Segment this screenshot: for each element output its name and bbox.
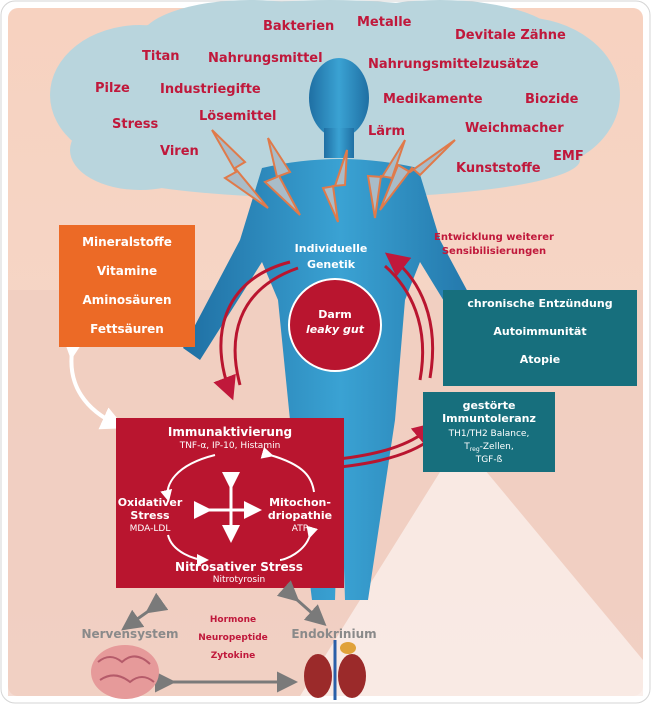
- kidney-icon: [304, 640, 366, 700]
- cloud-word: Weichmacher: [465, 121, 564, 136]
- condition-item: Autoimmunität: [493, 325, 586, 338]
- nutrient-item: Fettsäuren: [90, 322, 164, 336]
- oxidative-sub: MDA-LDL: [130, 524, 171, 534]
- nitro-label: Nitrosativer Stress: [175, 560, 303, 574]
- cloud-words: Bakterien Metalle Devitale Zähne Titan N…: [95, 15, 584, 176]
- cloud-word: Pilze: [95, 81, 130, 96]
- cross-arrow-icon: [194, 472, 262, 543]
- oxidative-label: Oxidativer: [118, 496, 183, 509]
- genetik-label: Individuelle: [295, 242, 368, 255]
- immune-title: Immunaktivierung: [168, 425, 292, 439]
- toxin-cloud: [50, 0, 620, 198]
- darm-label: Darm: [318, 308, 351, 321]
- nutrient-arrow: [62, 334, 126, 430]
- mediator-label: Neuropeptide: [198, 633, 268, 643]
- mito-label-2: driopathie: [268, 509, 332, 522]
- tolerance-line-2: Treg-Zellen,: [463, 442, 513, 453]
- genetik-label-2: Genetik: [307, 258, 356, 271]
- oxidative-label-2: Stress: [130, 509, 170, 522]
- nitro-sub: Nitrotyrosin: [213, 575, 266, 585]
- cloud-word: Nahrungsmittel: [208, 51, 323, 66]
- cloud-word: Titan: [142, 49, 180, 64]
- tolerance-title: gestörte: [463, 399, 516, 412]
- cloud-word: EMF: [553, 149, 584, 164]
- condition-item: chronische Entzündung: [467, 297, 612, 310]
- nutrient-item: Mineralstoffe: [82, 235, 172, 249]
- conditions-box: [443, 290, 637, 386]
- tolerance-line: TH1/TH2 Balance,: [448, 429, 530, 439]
- brain-icon: [91, 645, 159, 699]
- immune-cycle: [160, 447, 319, 566]
- mito-label: Mitochon-: [269, 496, 331, 509]
- immune-sub: TNF-α, IP-10, Histamin: [179, 441, 281, 451]
- cloud-word: Industriegifte: [160, 82, 261, 97]
- nutrient-item: Aminosäuren: [82, 293, 171, 307]
- cloud-word: Biozide: [525, 92, 579, 107]
- nutrient-box: [59, 225, 195, 347]
- tolerance-line-3: TGF-ß: [475, 455, 503, 465]
- sensitization-label-2: Sensibilisierungen: [442, 246, 546, 257]
- condition-item: Atopie: [520, 353, 560, 366]
- human-body: [183, 58, 498, 600]
- cloud-word: Bakterien: [263, 19, 334, 34]
- lightning-bolts: [211, 129, 456, 223]
- nutrient-item: Vitamine: [97, 264, 157, 278]
- sensitization-label: Entwicklung weiterer: [434, 232, 554, 243]
- mediator-label: Hormone: [210, 615, 256, 625]
- leaky-gut-label: leaky gut: [306, 323, 365, 336]
- cloud-word: Lärm: [368, 124, 405, 139]
- darm-circle: [288, 278, 382, 372]
- cloud-word: Viren: [160, 144, 199, 159]
- mediator-label: Zytokine: [211, 651, 255, 661]
- cloud-word: Metalle: [357, 15, 412, 30]
- light-beam: [300, 440, 643, 696]
- nervensystem-label: Nervensystem: [81, 627, 178, 641]
- cloud-word: Kunststoffe: [456, 161, 541, 176]
- mito-sub: ATP: [292, 524, 309, 534]
- bottom-arrows: [121, 580, 327, 693]
- endokrinium-label: Endokrinium: [291, 627, 376, 641]
- cloud-word: Stress: [112, 117, 159, 132]
- tolerance-title-2: Immuntoleranz: [442, 412, 536, 425]
- cloud-word: Nahrungsmittelzusätze: [368, 57, 539, 72]
- cloud-word: Medikamente: [383, 92, 483, 107]
- tolerance-box: [423, 392, 555, 472]
- cloud-word: Lösemittel: [199, 109, 276, 124]
- cloud-word: Devitale Zähne: [455, 28, 566, 43]
